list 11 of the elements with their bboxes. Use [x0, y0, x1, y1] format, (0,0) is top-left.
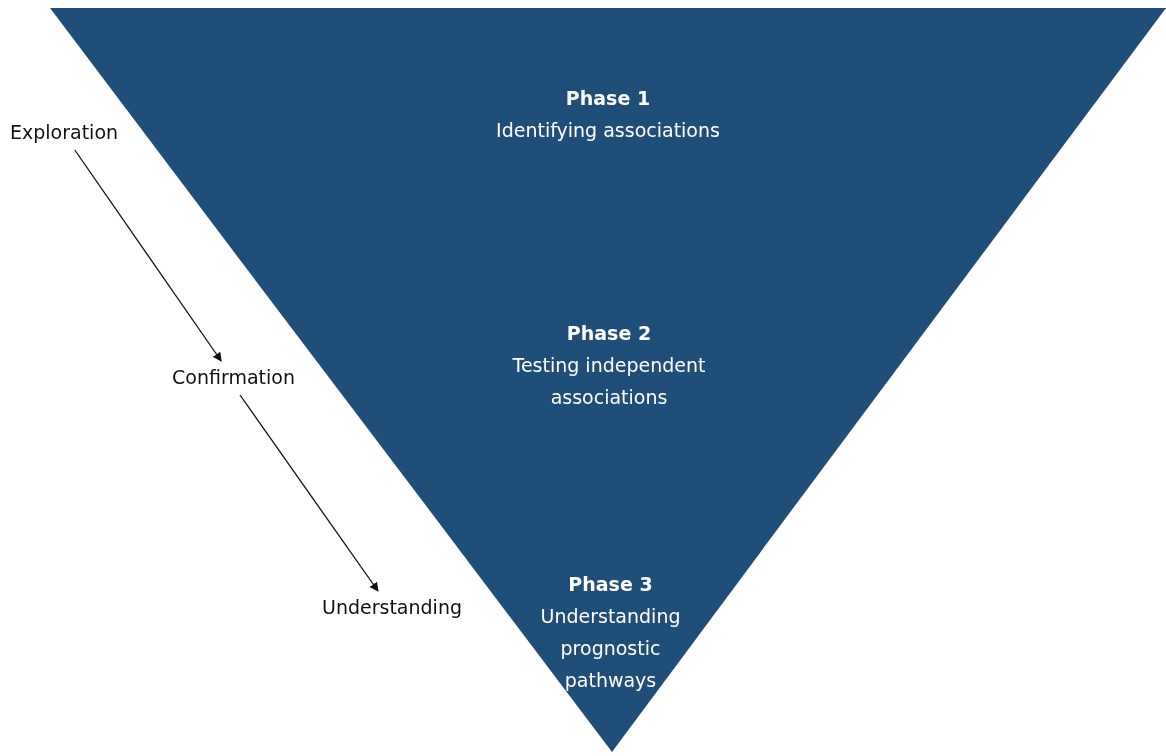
phase-title: Phase 2 [566, 321, 652, 346]
arrow [239, 394, 379, 592]
stage-label: Understanding [322, 595, 462, 619]
phase-title: Phase 1 [565, 86, 651, 111]
phase-description: Testing independent associations [511, 353, 707, 410]
phase-description: Identifying associations [495, 118, 721, 143]
stage-label: Confirmation [172, 365, 295, 389]
arrow [74, 149, 222, 362]
phase-description: Understanding prognostic pathways [539, 604, 682, 693]
stage-label: Exploration [10, 120, 119, 144]
phase-title: Phase 3 [568, 572, 653, 597]
